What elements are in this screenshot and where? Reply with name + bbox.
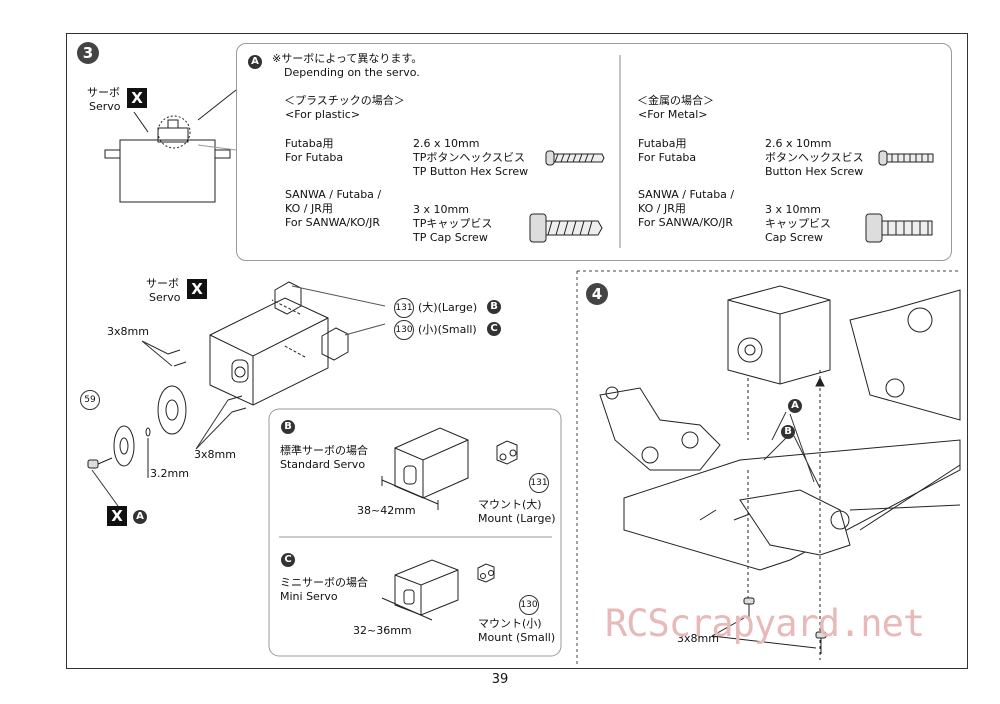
metal-sanwa-enname: Cap Screw bbox=[765, 231, 823, 244]
plastic-heading-en: <For plastic> bbox=[285, 108, 361, 121]
standard-servo-illustration bbox=[381, 427, 518, 510]
label-a-badge: A bbox=[248, 55, 262, 69]
mini-servo-illustration bbox=[381, 559, 495, 621]
metal-sanwa-size: 3 x 10mm bbox=[765, 203, 821, 216]
plastic-heading-jp: ＜プラスチックの場合＞ bbox=[284, 94, 405, 107]
watermark: RCScrapyard.net bbox=[605, 602, 925, 645]
box-c-part: 130 bbox=[519, 595, 539, 615]
page-frame bbox=[66, 33, 968, 669]
box-b-mount-en: Mount (Large) bbox=[478, 512, 556, 525]
box-c-mount-en: Mount (Small) bbox=[478, 631, 556, 644]
plastic-futaba-jpname: TPボタンヘックスビス bbox=[413, 151, 526, 164]
plastic-sanwa-enname: TP Cap Screw bbox=[413, 231, 488, 244]
plastic-sanwa-jp2: KO / JR用 bbox=[285, 202, 333, 215]
plastic-sanwa-size: 3 x 10mm bbox=[413, 203, 469, 216]
step4-label-b: B bbox=[781, 425, 795, 439]
x-mark: X bbox=[127, 88, 147, 108]
box-c-en: Mini Servo bbox=[280, 590, 338, 603]
plastic-sanwa-jpname: TPキャップビス bbox=[413, 217, 493, 230]
cap-screw-icon bbox=[865, 213, 933, 243]
metal-heading-jp: ＜金属の場合＞ bbox=[637, 94, 714, 107]
metal-futaba-enname: Button Hex Screw bbox=[765, 165, 864, 178]
assembly-servo-en: Servo bbox=[149, 291, 181, 304]
washer-label: 3.2mm bbox=[150, 467, 189, 480]
plastic-futaba-enname: TP Button Hex Screw bbox=[413, 165, 529, 178]
box-c-size: 32~36mm bbox=[353, 624, 412, 637]
plastic-futaba-en: For Futaba bbox=[285, 151, 344, 164]
button-hex-screw-icon bbox=[878, 150, 934, 166]
part-130-size: (小)(Small) bbox=[418, 323, 477, 336]
assembly-servo-jp: サーボ bbox=[146, 277, 179, 290]
box-c-badge: C bbox=[281, 553, 295, 567]
step-3-badge: 3 bbox=[77, 42, 99, 64]
tp-cap-screw-icon bbox=[529, 213, 603, 243]
bottom-a-label: A bbox=[133, 510, 147, 524]
servo-top-illustration bbox=[104, 89, 237, 203]
metal-futaba-en: For Futaba bbox=[638, 151, 697, 164]
metal-futaba-jpname: ボタンヘックスビス bbox=[765, 151, 864, 164]
step-4-badge: 4 bbox=[586, 283, 608, 305]
step4-screw-label: 3x8mm bbox=[677, 632, 719, 645]
metal-sanwa-en: For SANWA/KO/JR bbox=[638, 216, 733, 229]
note-en: Depending on the servo. bbox=[284, 66, 420, 79]
part-130-label: C bbox=[487, 322, 501, 336]
servo-assembly-illustration bbox=[87, 281, 386, 507]
box-c-jp: ミニサーボの場合 bbox=[280, 576, 368, 589]
part-131-size: (大)(Large) bbox=[418, 301, 478, 314]
box-b-size: 38~42mm bbox=[357, 504, 416, 517]
box-b-part: 131 bbox=[529, 473, 549, 493]
box-b-mount-jp: マウント(大) bbox=[478, 498, 542, 511]
screw-label-bottom: 3x8mm bbox=[194, 448, 236, 461]
part-59-number: 59 bbox=[80, 390, 100, 410]
box-b-badge: B bbox=[281, 420, 295, 434]
screw-label-top: 3x8mm bbox=[107, 325, 149, 338]
plastic-futaba-jp: Futaba用 bbox=[285, 137, 334, 150]
box-b-en: Standard Servo bbox=[280, 458, 366, 471]
part-131-number: 131 bbox=[394, 298, 414, 318]
note-jp: ※サーボによって異なります。 bbox=[272, 52, 423, 65]
part-131-label: B bbox=[487, 300, 501, 314]
plastic-sanwa-en: For SANWA/KO/JR bbox=[285, 216, 380, 229]
plastic-sanwa-jp1: SANWA / Futaba / bbox=[285, 188, 382, 201]
metal-heading-en: <For Metal> bbox=[638, 108, 708, 121]
metal-futaba-size: 2.6 x 10mm bbox=[765, 137, 832, 150]
page-number: 39 bbox=[491, 672, 509, 687]
metal-futaba-jp: Futaba用 bbox=[638, 137, 687, 150]
servo-screw-note-box bbox=[236, 43, 952, 261]
plastic-futaba-size: 2.6 x 10mm bbox=[413, 137, 480, 150]
chassis-illustration bbox=[599, 285, 961, 571]
step4-label-a: A bbox=[788, 399, 802, 413]
assembly-x-mark: X bbox=[187, 279, 207, 299]
tp-button-hex-screw-icon bbox=[545, 150, 605, 166]
servo-label-en: Servo bbox=[89, 100, 121, 113]
metal-sanwa-jpname: キャップビス bbox=[765, 217, 831, 230]
part-130-number: 130 bbox=[394, 320, 414, 340]
metal-sanwa-jp2: KO / JR用 bbox=[638, 202, 686, 215]
bottom-x-mark: X bbox=[107, 506, 127, 526]
servo-label-jp: サーボ bbox=[87, 86, 120, 99]
box-b-jp: 標準サーボの場合 bbox=[280, 444, 368, 457]
metal-sanwa-jp1: SANWA / Futaba / bbox=[638, 188, 735, 201]
box-c-mount-jp: マウント(小) bbox=[478, 617, 542, 630]
